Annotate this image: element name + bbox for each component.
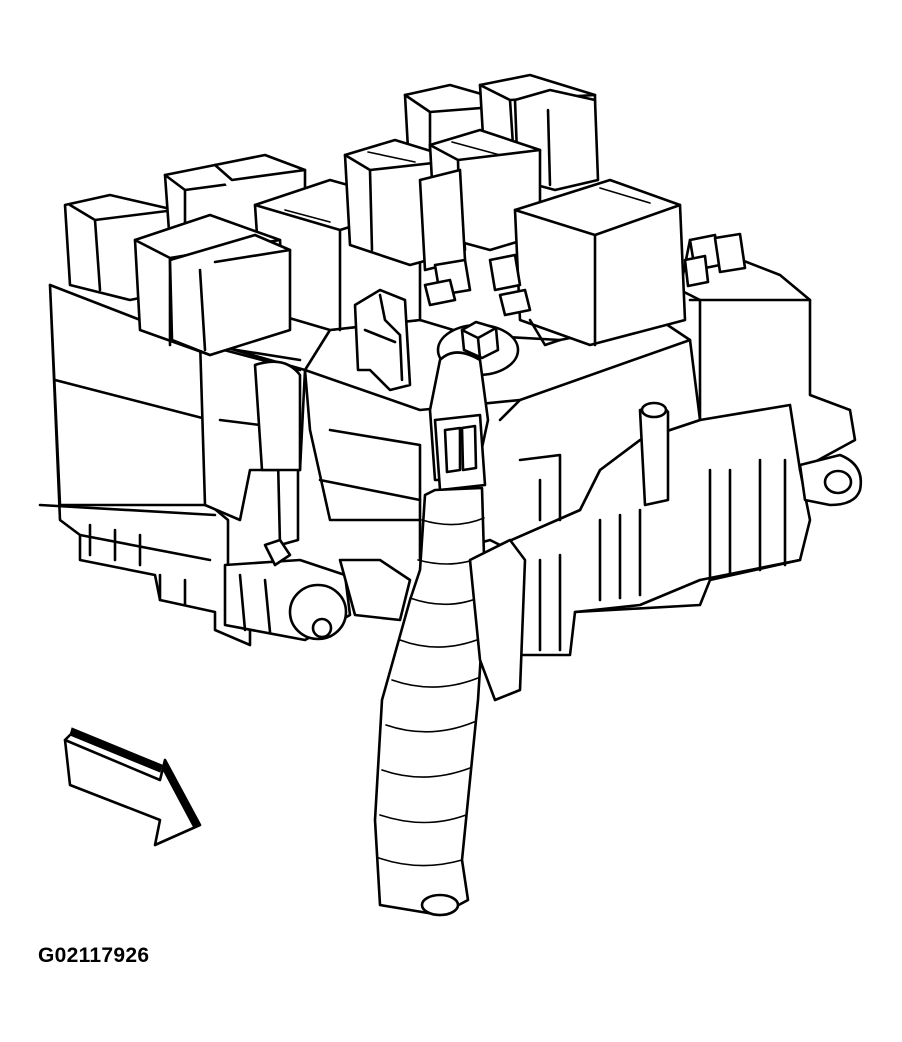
retaining-clip [353,288,412,392]
rear-relays [63,73,687,357]
fuse-block-diagram [38,73,863,917]
terminals [423,232,747,347]
posts [253,360,670,547]
fuse-block-housing [38,238,863,657]
figure-code: G02117926 [38,944,150,967]
front-direction-arrow-icon [63,727,202,847]
left-stud-terminal [223,538,412,642]
wiring-harness [373,320,527,917]
